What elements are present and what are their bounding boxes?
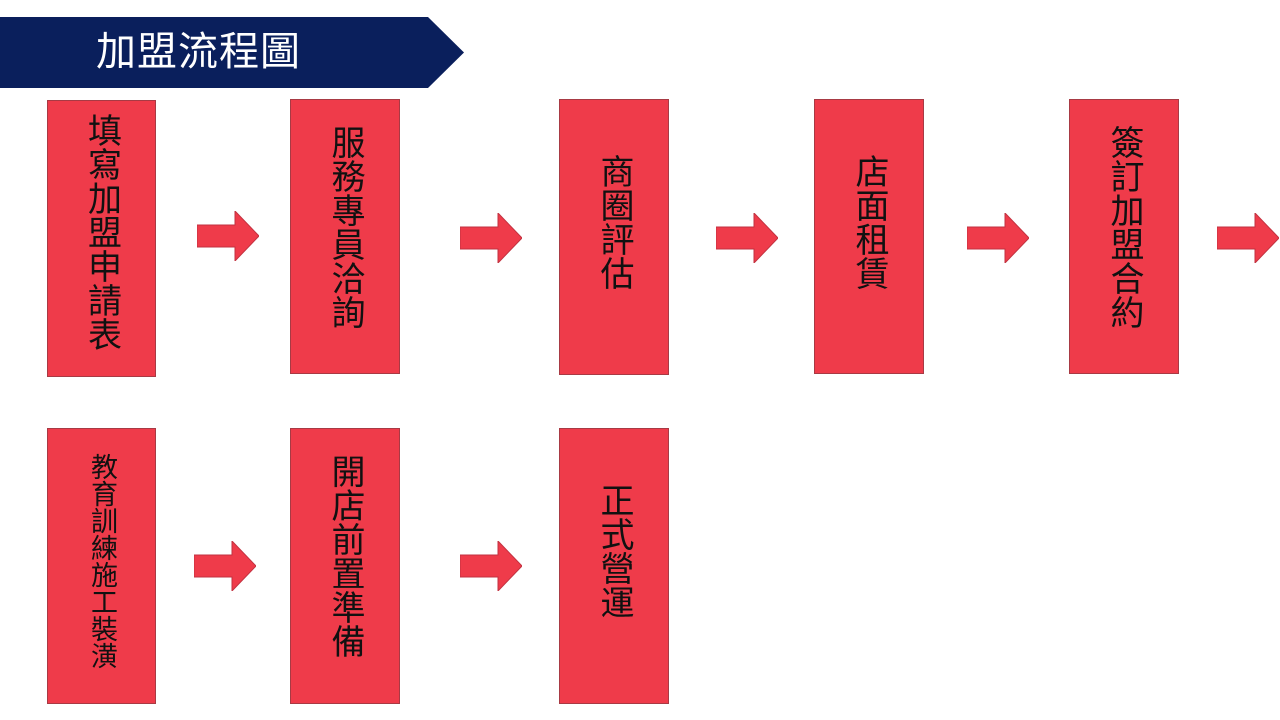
- step-label-4: 店面租賃: [849, 154, 889, 290]
- step-box-5: 簽訂加盟合約: [1069, 99, 1179, 374]
- arrow-right-icon: [1217, 213, 1279, 263]
- step-label-5: 簽訂加盟合約: [1104, 125, 1144, 329]
- arrow-right-icon: [460, 541, 522, 591]
- step-label-6: 教育訓練施工裝潢: [86, 453, 117, 669]
- arrow-right-icon: [460, 213, 522, 263]
- arrow-right-icon: [716, 213, 778, 263]
- arrow-right-icon: [967, 213, 1029, 263]
- step-box-7: 開店前置準備: [290, 428, 400, 704]
- step-box-6: 教育訓練施工裝潢: [47, 428, 156, 704]
- step-box-4: 店面租賃: [814, 99, 924, 374]
- step-label-1: 填寫加盟申請表: [81, 113, 122, 351]
- banner-shape: [0, 17, 464, 88]
- step-box-8: 正式營運: [559, 428, 669, 704]
- arrow-right-icon: [197, 211, 259, 261]
- arrow-right-icon: [194, 541, 256, 591]
- title-banner: 加盟流程圖: [0, 17, 464, 88]
- step-box-3: 商圈評估: [559, 99, 669, 375]
- step-box-1: 填寫加盟申請表: [47, 100, 156, 377]
- step-box-2: 服務專員洽詢: [290, 99, 400, 374]
- page-title: 加盟流程圖: [96, 29, 301, 75]
- step-label-8: 正式營運: [594, 483, 634, 619]
- step-label-3: 商圈評估: [594, 154, 634, 290]
- step-label-7: 開店前置準備: [325, 454, 365, 658]
- step-label-2: 服務專員洽詢: [325, 125, 365, 329]
